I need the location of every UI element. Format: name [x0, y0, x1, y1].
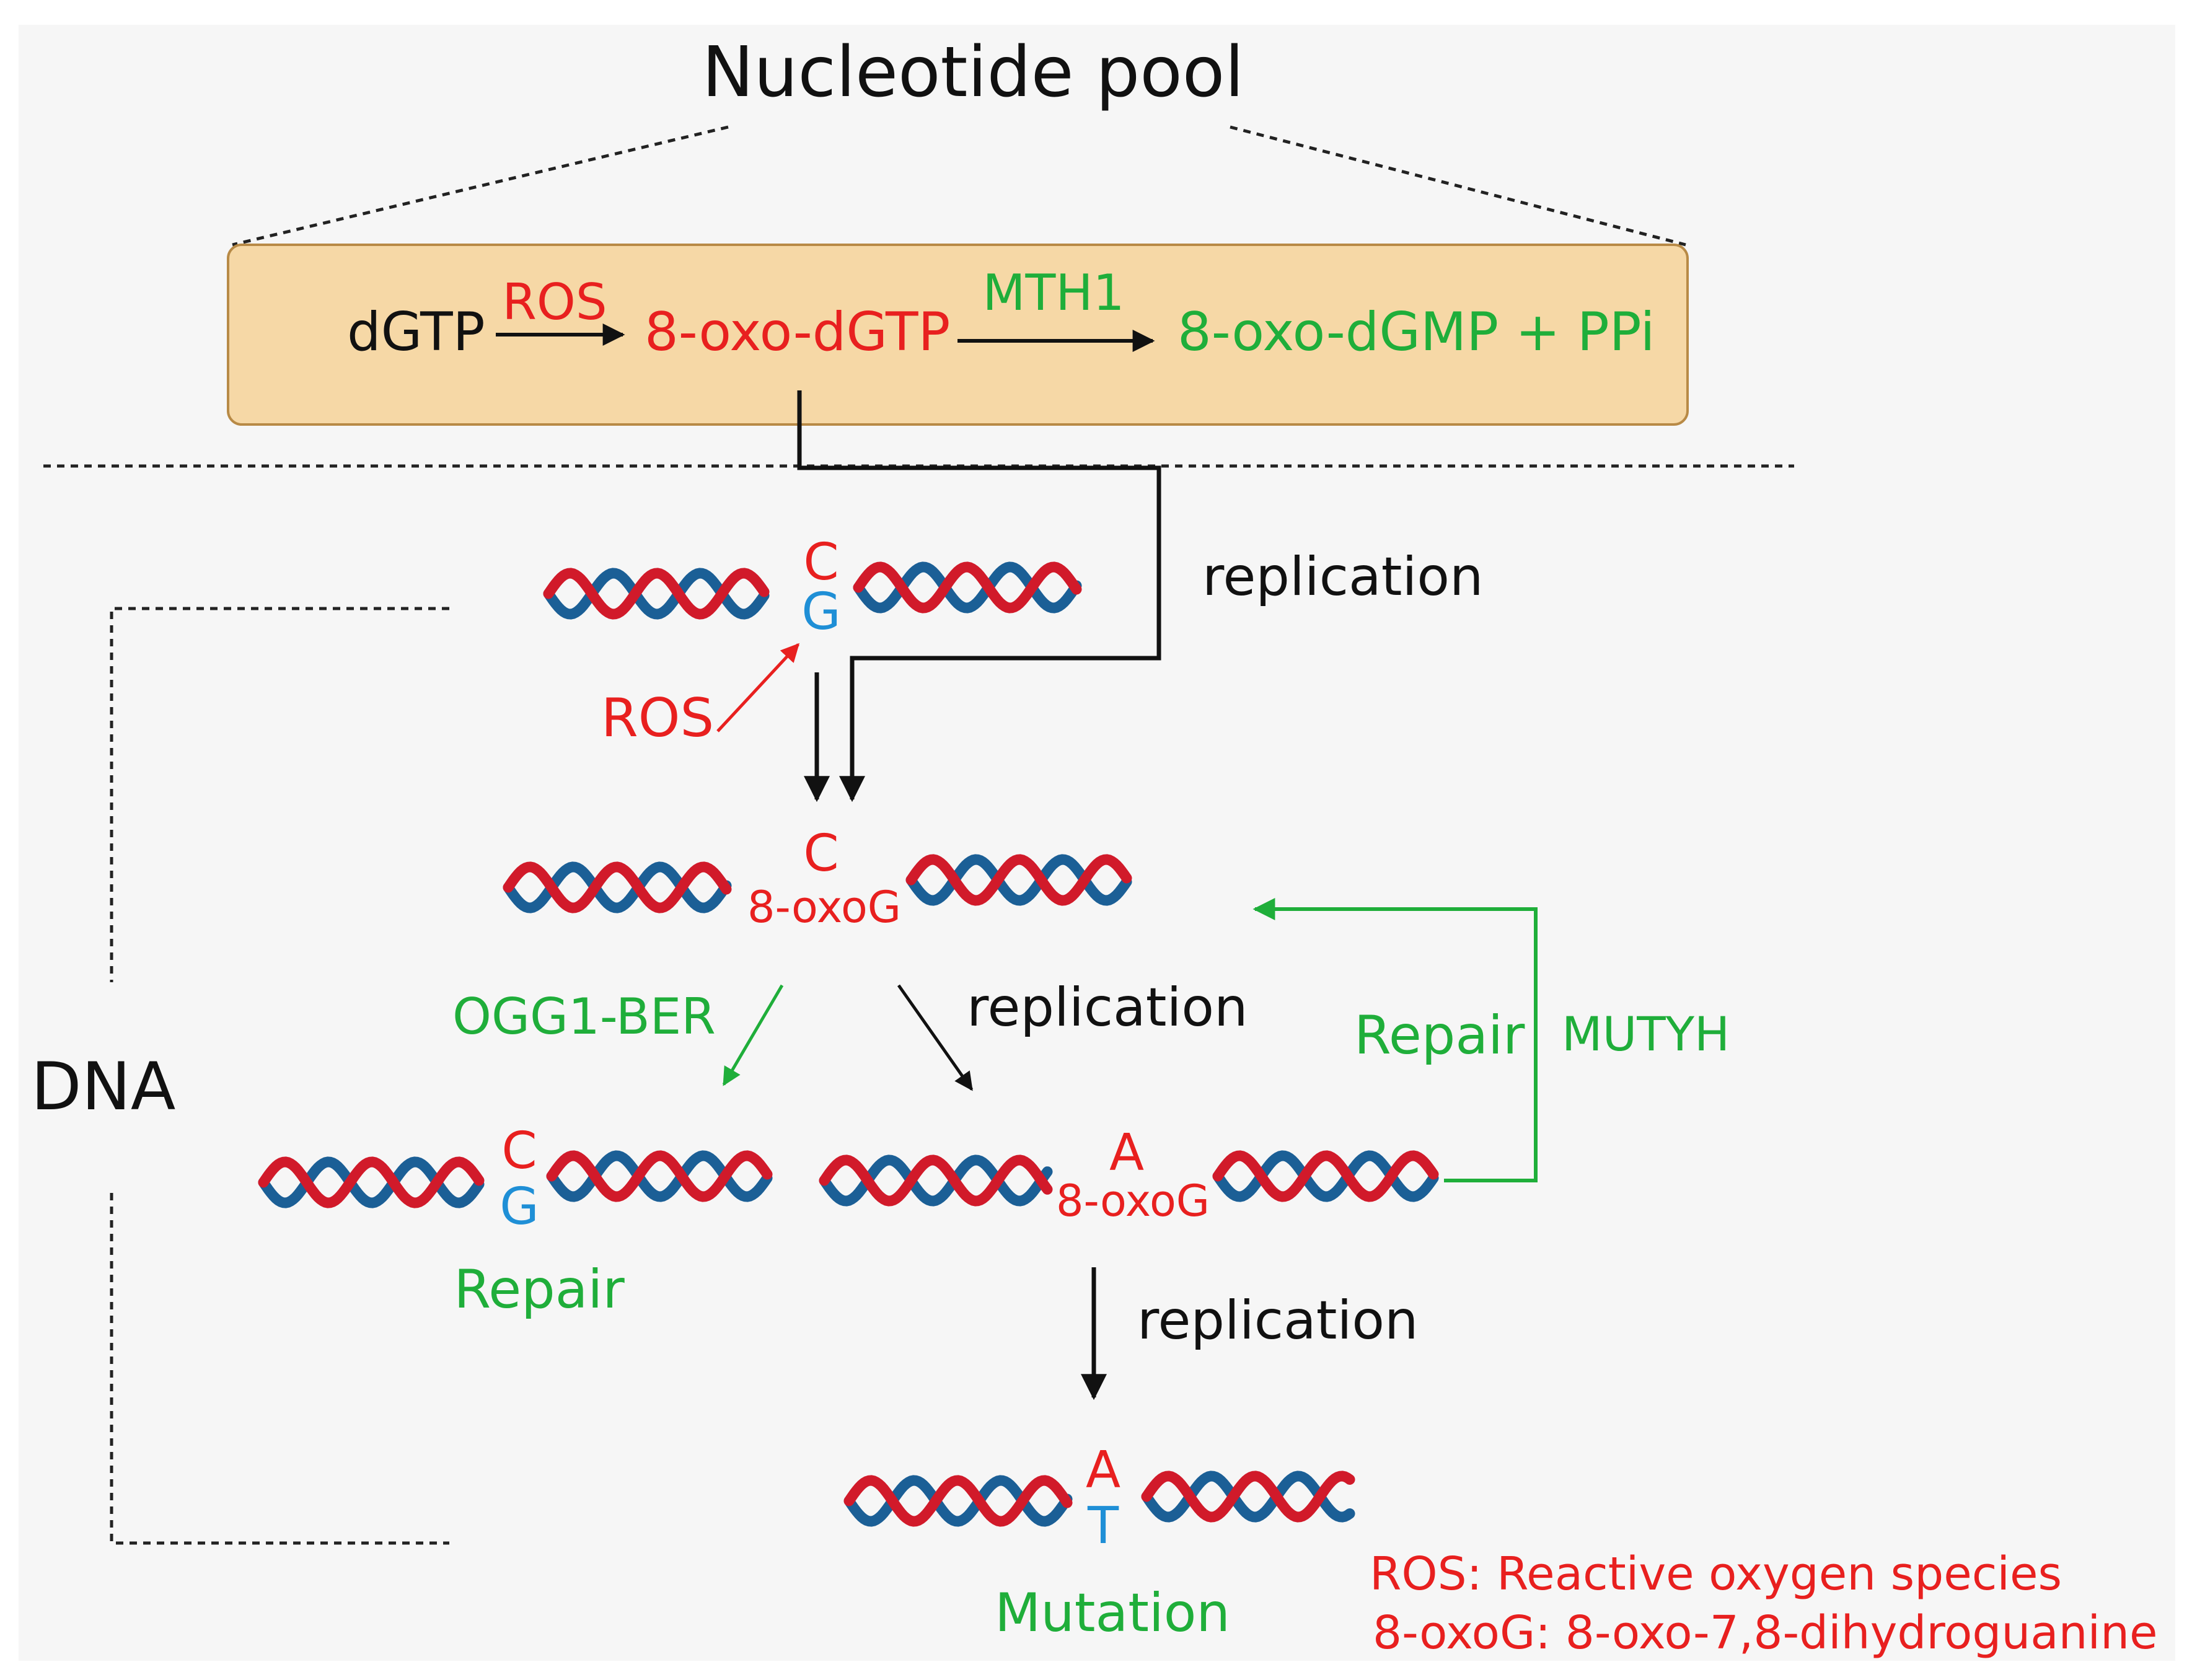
- strand-blue: [905, 854, 1132, 906]
- strand-red: [258, 1156, 485, 1208]
- base-mid-lower: 8-oxoG: [747, 882, 901, 933]
- strand-blue: [546, 1150, 773, 1202]
- replication-label-bottom: replication: [1137, 1290, 1418, 1352]
- ros-label-pool: ROS: [502, 273, 607, 331]
- base-top-lower: G: [801, 583, 841, 641]
- nucleotide-pool-box: [227, 244, 1689, 426]
- mth1-label: MTH1: [983, 264, 1125, 322]
- strand-red: [546, 1150, 773, 1202]
- products-label: 8-oxo-dGMP + PPi: [1177, 301, 1655, 363]
- base-top-upper: C: [803, 533, 839, 592]
- strand-blue: [543, 568, 770, 620]
- mutyh-label: MUTYH: [1562, 1006, 1730, 1062]
- strand-red: [853, 561, 1082, 614]
- strand-blue: [503, 861, 732, 913]
- replication-label-mid: replication: [967, 977, 1248, 1039]
- legend-8oxog: 8-oxoG: 8-oxo-7,8-dihydroguanine: [1373, 1606, 2158, 1660]
- title: Nucleotide pool: [702, 32, 1244, 113]
- helix-top-left: [543, 568, 770, 620]
- base-mid-upper: C: [803, 824, 839, 883]
- strand-red: [905, 854, 1132, 906]
- helix-mismatch-right: [1212, 1150, 1439, 1202]
- base-repaired-lower: G: [500, 1177, 539, 1236]
- strand-red: [503, 861, 732, 913]
- base-mismatch-lower: 8-oxoG: [1056, 1176, 1210, 1226]
- incorporation-path: [797, 390, 1161, 803]
- strand-blue: [1141, 1471, 1355, 1523]
- dna-bracket-bottom: [110, 1193, 449, 1545]
- mutyh-repair-loop: [1252, 898, 1538, 1182]
- base-mismatch-upper: A: [1109, 1124, 1144, 1182]
- ros-damage-label: ROS: [601, 687, 714, 749]
- callout-line-right: [1230, 125, 1686, 247]
- ros-damage-arrow: [716, 643, 800, 732]
- dna-label: DNA: [31, 1049, 175, 1125]
- base-mutation-lower: T: [1087, 1497, 1119, 1555]
- base-repaired-upper: C: [501, 1122, 537, 1181]
- dna-bracket-top: [110, 607, 449, 982]
- helix-top-right: [853, 561, 1082, 614]
- strand-blue: [853, 561, 1082, 614]
- callout-line-left: [232, 125, 729, 247]
- strand-red: [1141, 1471, 1355, 1523]
- strand-red: [1212, 1150, 1439, 1202]
- repair-right-label: Repair: [1354, 1005, 1525, 1066]
- helix-mutation-right: [1141, 1471, 1355, 1523]
- strand-blue: [258, 1156, 485, 1208]
- strand-red: [843, 1475, 1073, 1527]
- replication-label-top: replication: [1202, 546, 1483, 608]
- base-mutation-upper: A: [1086, 1441, 1120, 1500]
- repair-left-label: Repair: [454, 1259, 625, 1321]
- helix-mid-right: [905, 854, 1132, 906]
- strand-blue: [1212, 1150, 1439, 1202]
- helix-mismatch-left: [819, 1154, 1053, 1207]
- dgtp-label: dGTP: [347, 301, 485, 363]
- legend-ros: ROS: Reactive oxygen species: [1370, 1547, 2062, 1601]
- ogg1-repair-arrow: [722, 984, 784, 1086]
- helix-repaired-left: [258, 1156, 485, 1208]
- strand-red: [543, 568, 770, 620]
- oxo-dgtp-label: 8-oxo-dGTP: [645, 301, 950, 363]
- helix-repaired-right: [546, 1150, 773, 1202]
- helix-mutation-left: [843, 1475, 1073, 1527]
- mismatch-replication-arrow: [897, 984, 974, 1091]
- strand-red: [819, 1154, 1053, 1207]
- strand-blue: [819, 1154, 1053, 1207]
- strand-blue: [843, 1475, 1073, 1527]
- ogg1-label: OGG1-BER: [452, 988, 716, 1045]
- helix-mid-left: [503, 861, 732, 913]
- mutation-label: Mutation: [995, 1582, 1230, 1644]
